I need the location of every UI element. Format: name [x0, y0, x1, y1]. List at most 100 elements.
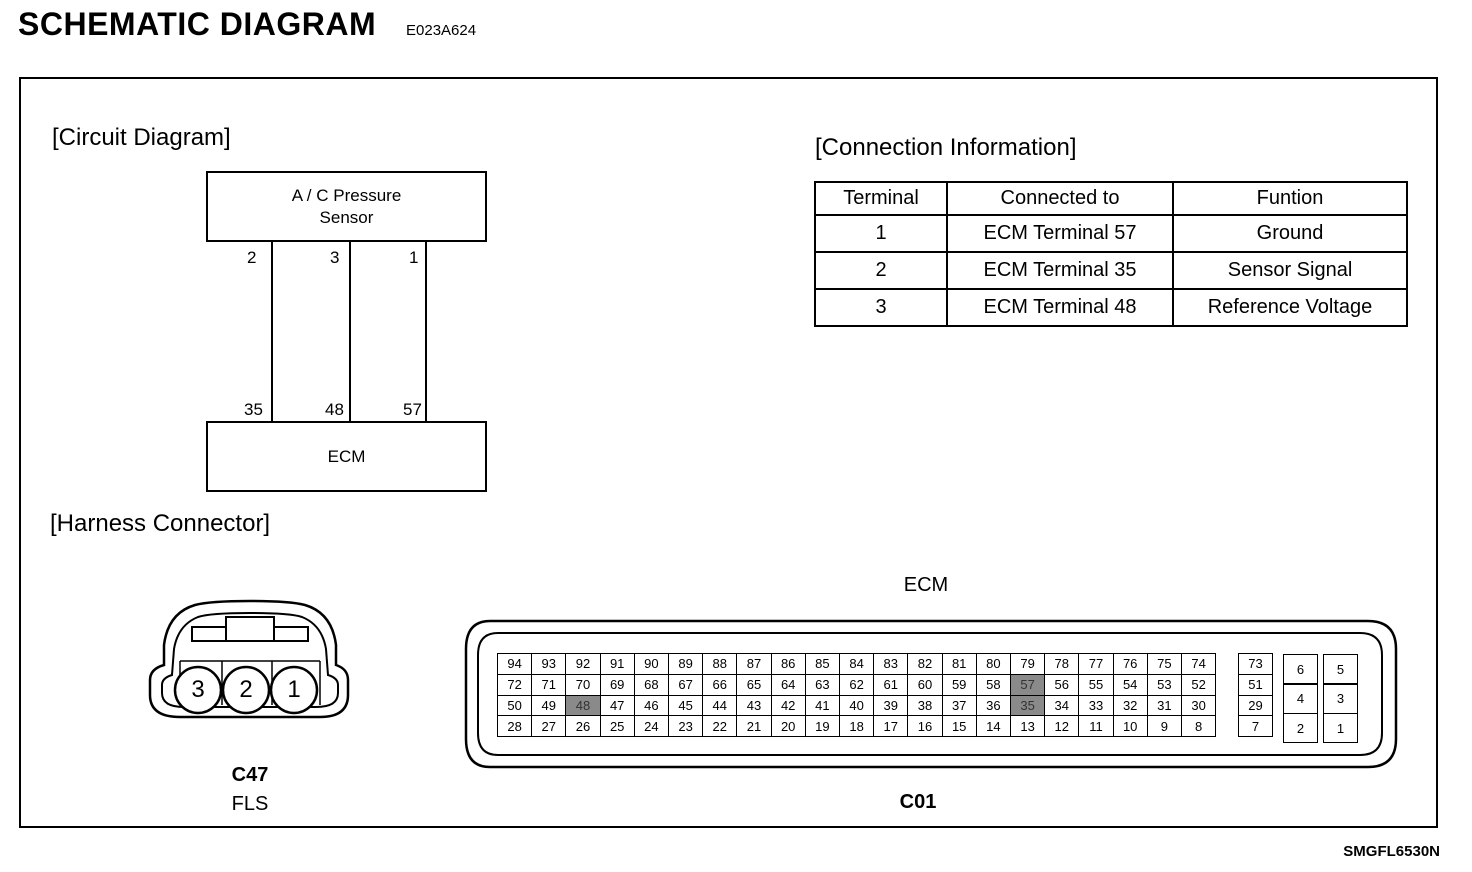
ecm-terminal: 4: [1283, 683, 1318, 714]
ecm-terminal: 94: [497, 653, 533, 675]
ecm-terminal: 36: [975, 694, 1011, 717]
ecm-terminal: 35: [1010, 694, 1046, 717]
ecm-terminal: 42: [770, 694, 806, 717]
ecm-terminal: 34: [1044, 694, 1080, 717]
ecm-terminal: 49: [531, 694, 567, 717]
ecm-terminal: 64: [770, 673, 806, 696]
ecm-terminal: 82: [907, 653, 943, 675]
sensor-pin-1: 1: [409, 248, 419, 267]
ecm-terminal: 66: [702, 673, 738, 696]
ecm-terminal: 85: [804, 653, 840, 675]
ecm-terminal: 70: [565, 673, 601, 696]
document-code: E023A624: [406, 22, 477, 39]
table-row: 1 ECM Terminal 57 Ground: [814, 214, 1408, 253]
ecm-terminal: 24: [633, 715, 669, 738]
ecm-terminal: 75: [1146, 653, 1182, 675]
ecm-terminal: 25: [599, 715, 635, 738]
table-cell: Sensor Signal: [1172, 251, 1408, 290]
ecm-terminal: 46: [633, 694, 669, 717]
ecm-terminal: 5: [1323, 654, 1358, 684]
ecm-terminal: 77: [1078, 653, 1114, 675]
ecm-terminal: 58: [975, 673, 1011, 696]
ecm-terminal: 69: [599, 673, 635, 696]
ecm-terminal: 90: [633, 653, 669, 675]
column-header-terminal: Terminal: [814, 181, 948, 216]
ecm-terminal: 38: [907, 694, 943, 717]
ecm-terminal: 14: [975, 715, 1011, 738]
ecm-terminal: 93: [531, 653, 567, 675]
table-cell: Ground: [1172, 214, 1408, 253]
c47-pin-3: 3: [191, 676, 205, 703]
footer-code: SMGFL6530N: [1343, 843, 1440, 860]
harness-connector-heading: [Harness Connector]: [50, 510, 271, 537]
ecm-terminal: 51: [1238, 673, 1273, 696]
ecm-terminal: 88: [702, 653, 738, 675]
ecm-connector-code: C01: [899, 791, 937, 813]
ecm-terminal: 12: [1044, 715, 1080, 738]
ecm-terminal: 13: [1010, 715, 1046, 738]
c47-name: FLS: [231, 793, 269, 815]
ecm-terminal: 40: [839, 694, 875, 717]
ecm-terminal: 31: [1146, 694, 1182, 717]
wire-pin2-35: [271, 242, 273, 422]
ecm-terminal: 89: [668, 653, 704, 675]
ecm-terminal: 28: [497, 715, 533, 738]
ecm-terminal: 79: [1010, 653, 1046, 675]
ecm-terminal: 26: [565, 715, 601, 738]
ecm-terminal: 20: [770, 715, 806, 738]
ecm-box: ECM: [206, 421, 487, 492]
ecm-terminal: 44: [702, 694, 738, 717]
ecm-terminal: 74: [1181, 653, 1217, 675]
ecm-terminal: 11: [1078, 715, 1114, 738]
ecm-terminal: 56: [1044, 673, 1080, 696]
connection-info-heading: [Connection Information]: [815, 134, 1077, 161]
ecm-terminal: 23: [668, 715, 704, 738]
table-cell: Reference Voltage: [1172, 288, 1408, 327]
ecm-pin-35: 35: [244, 400, 263, 419]
table-cell: ECM Terminal 57: [946, 214, 1174, 253]
ecm-terminal: 61: [873, 673, 909, 696]
ecm-terminal: 32: [1112, 694, 1148, 717]
ecm-terminal: 3: [1323, 683, 1358, 714]
ecm-terminal: 72: [497, 673, 533, 696]
sensor-pin-3: 3: [330, 248, 340, 267]
ecm-terminal: 30: [1181, 694, 1217, 717]
ecm-terminal: 41: [804, 694, 840, 717]
ecm-terminal: 33: [1078, 694, 1114, 717]
ecm-terminal: 63: [804, 673, 840, 696]
ecm-terminal: 9: [1146, 715, 1182, 738]
ecm-terminal: 84: [839, 653, 875, 675]
wire-pin1-57: [425, 242, 427, 422]
ecm-terminal: 6: [1283, 654, 1318, 684]
c47-pin-2: 2: [239, 676, 253, 703]
ecm-terminal: 67: [668, 673, 704, 696]
ecm-terminal: 18: [839, 715, 875, 738]
ecm-pin-57: 57: [403, 400, 422, 419]
ecm-terminal: 62: [839, 673, 875, 696]
ecm-terminal: 22: [702, 715, 738, 738]
ecm-connector-label: ECM: [903, 574, 949, 596]
ecm-terminal: 73: [1238, 653, 1273, 675]
ecm-terminal: 92: [565, 653, 601, 675]
ecm-terminal: 29: [1238, 694, 1273, 717]
ecm-terminal: 76: [1112, 653, 1148, 675]
ecm-terminal: 81: [941, 653, 977, 675]
ecm-terminal: 2: [1283, 713, 1318, 743]
table-row: 3 ECM Terminal 48 Reference Voltage: [814, 288, 1408, 327]
ecm-terminal: 21: [736, 715, 772, 738]
ecm-terminal: 86: [770, 653, 806, 675]
ecm-terminal: 80: [975, 653, 1011, 675]
table-cell: 3: [814, 288, 948, 327]
ecm-terminal: 87: [736, 653, 772, 675]
ecm-terminal: 10: [1112, 715, 1148, 738]
c47-connector-drawing: [148, 599, 350, 719]
ecm-terminal: 17: [873, 715, 909, 738]
ecm-terminal: 54: [1112, 673, 1148, 696]
table-cell: 2: [814, 251, 948, 290]
ecm-connector-shell: [464, 619, 1398, 769]
ecm-terminal: 47: [599, 694, 635, 717]
ecm-terminal: 91: [599, 653, 635, 675]
ecm-terminal: 57: [1010, 673, 1046, 696]
ecm-terminal: 83: [873, 653, 909, 675]
table-cell: ECM Terminal 35: [946, 251, 1174, 290]
